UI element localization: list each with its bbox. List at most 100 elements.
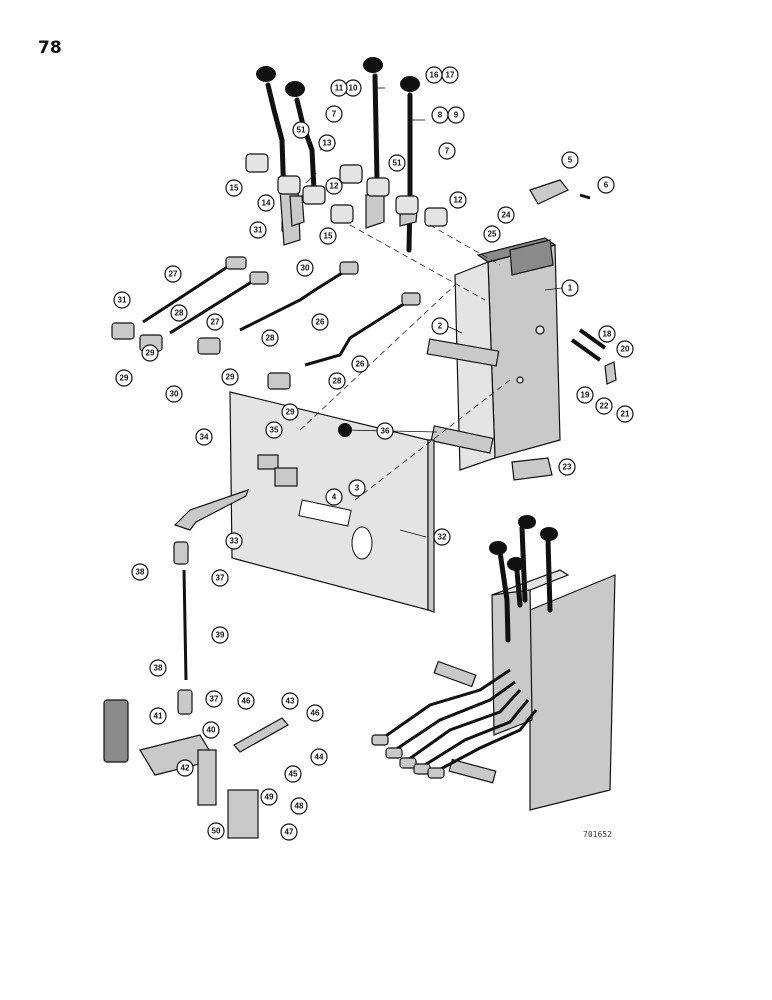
svg-text:26: 26 (356, 360, 365, 369)
callout-47: 47 (280, 823, 298, 841)
callout-39: 39 (211, 626, 229, 644)
svg-text:7: 7 (332, 110, 337, 119)
callout-3: 3 (348, 479, 366, 497)
svg-text:42: 42 (181, 764, 190, 773)
svg-text:29: 29 (120, 374, 129, 383)
svg-text:12: 12 (330, 182, 339, 191)
callout-15b: 15 (319, 227, 337, 245)
svg-text:9: 9 (454, 111, 459, 120)
callout-43: 43 (281, 692, 299, 710)
svg-text:28: 28 (266, 334, 275, 343)
svg-text:48: 48 (295, 802, 304, 811)
svg-text:22: 22 (600, 402, 609, 411)
callout-30a: 30 (296, 259, 314, 277)
callout-33: 33 (225, 532, 243, 550)
callout-36: 36 (376, 422, 394, 440)
callout-21: 21 (616, 405, 634, 423)
svg-text:25: 25 (488, 230, 497, 239)
callout-46a: 46 (237, 692, 255, 710)
callout-51b: 51 (388, 154, 406, 172)
callout-29a: 29 (115, 369, 133, 387)
callout-24: 24 (497, 206, 515, 224)
svg-text:38: 38 (154, 664, 163, 673)
alignment-lines (299, 224, 511, 501)
callout-26a: 26 (311, 313, 329, 331)
callout-28a: 28 (170, 304, 188, 322)
callout-12a: 12 (325, 177, 343, 195)
callout-40: 40 (202, 721, 220, 739)
callout-20: 20 (616, 340, 634, 358)
callout-16: 16 (425, 66, 443, 84)
callout-27a: 27 (164, 265, 182, 283)
svg-text:14: 14 (262, 199, 271, 208)
svg-text:6: 6 (604, 181, 609, 190)
svg-text:36: 36 (381, 427, 390, 436)
callout-7a: 7 (325, 105, 343, 123)
callout-44: 44 (310, 748, 328, 766)
callout-4: 4 (325, 488, 343, 506)
callout-23: 23 (558, 458, 576, 476)
svg-text:33: 33 (230, 537, 239, 546)
callout-45: 45 (284, 765, 302, 783)
svg-text:46: 46 (242, 697, 251, 706)
svg-text:7: 7 (445, 147, 450, 156)
callout-11: 11 (330, 79, 348, 97)
callout-35: 35 (265, 421, 283, 439)
svg-text:38: 38 (136, 568, 145, 577)
mounting-bracket (426, 237, 561, 471)
svg-text:19: 19 (581, 391, 590, 400)
svg-text:30: 30 (170, 390, 179, 399)
svg-text:10: 10 (349, 84, 358, 93)
svg-text:11: 11 (335, 84, 344, 93)
linkage-rods (111, 256, 421, 390)
callout-49: 49 (260, 788, 278, 806)
svg-text:34: 34 (200, 433, 209, 442)
callout-22: 22 (595, 397, 613, 415)
control-levers (245, 73, 448, 253)
svg-text:26: 26 (316, 318, 325, 327)
page-number: 78 (38, 38, 62, 58)
svg-text:28: 28 (175, 309, 184, 318)
svg-text:16: 16 (430, 71, 439, 80)
svg-text:15: 15 (324, 232, 333, 241)
assembled-view (371, 515, 616, 811)
callout-12b: 12 (449, 191, 467, 209)
callout-34: 34 (195, 428, 213, 446)
lower-linkage (103, 489, 289, 839)
svg-text:45: 45 (289, 770, 298, 779)
svg-text:39: 39 (216, 631, 225, 640)
svg-text:12: 12 (454, 196, 463, 205)
svg-text:5: 5 (568, 156, 573, 165)
callout-27b: 27 (206, 313, 224, 331)
callout-25: 25 (483, 225, 501, 243)
callout-9: 9 (447, 106, 465, 124)
svg-text:24: 24 (502, 211, 511, 220)
callout-6: 6 (597, 176, 615, 194)
svg-text:37: 37 (216, 574, 225, 583)
callout-14: 14 (257, 194, 275, 212)
svg-text:13: 13 (323, 139, 332, 148)
callout-38b: 38 (149, 659, 167, 677)
svg-text:29: 29 (286, 408, 295, 417)
svg-text:51: 51 (393, 159, 402, 168)
callout-2: 2 (431, 317, 449, 335)
callout-31b: 31 (113, 291, 131, 309)
callout-37a: 37 (211, 569, 229, 587)
small-hardware (511, 179, 617, 481)
svg-text:41: 41 (154, 712, 163, 721)
callout-17: 17 (441, 66, 459, 84)
callout-15a: 15 (225, 179, 243, 197)
callout-29d: 29 (281, 403, 299, 421)
svg-text:31: 31 (254, 226, 263, 235)
svg-text:50: 50 (212, 827, 221, 836)
callout-13: 13 (318, 134, 336, 152)
svg-text:28: 28 (333, 377, 342, 386)
svg-text:29: 29 (226, 373, 235, 382)
callout-50: 50 (207, 822, 225, 840)
callout-51a: 51 (292, 121, 310, 139)
callout-46b: 46 (306, 704, 324, 722)
callout-8: 8 (431, 106, 449, 124)
lever-knobs (256, 57, 420, 97)
callout-bubbles: 1 2 3 4 5 6 7 7 8 9 10 11 12 12 13 14 15… (113, 66, 634, 841)
callout-7b: 7 (438, 142, 456, 160)
